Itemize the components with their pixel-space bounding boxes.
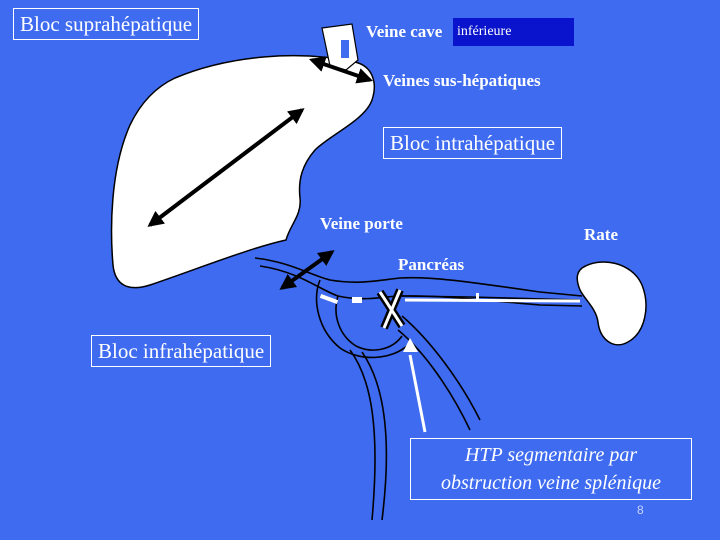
- arrow-intrahepatique: [147, 108, 305, 227]
- veine-porte-label: Veine porte: [320, 214, 403, 233]
- arrow-htp: [408, 354, 427, 433]
- veines-sus-hepatiques-label: Veines sus-hépatiques: [383, 71, 541, 90]
- vessel-mark-3: [476, 293, 479, 301]
- htp-caption-line-2: obstruction veine splénique: [441, 472, 661, 494]
- vena-cava-lumen: [341, 40, 349, 58]
- rate-label: Rate: [584, 225, 618, 244]
- veine-cave-label: Veine cave: [366, 22, 443, 41]
- splenic-vein: [404, 298, 581, 303]
- htp-caption-line-1: HTP segmentaire par: [464, 444, 638, 466]
- bloc-intrahepatique-label: Bloc intrahépatique: [383, 127, 563, 159]
- liver-shape: [110, 54, 376, 289]
- pancreas-label: Pancréas: [398, 255, 465, 274]
- vessel-mark-1: [319, 294, 339, 304]
- arrow-suprahepatique: [308, 56, 374, 84]
- vessel-mark-2: [352, 297, 362, 303]
- htp-caption-box: HTP segmentaire par obstruction veine sp…: [410, 438, 692, 500]
- page-number: 8: [637, 503, 644, 517]
- spleen-shape: [576, 261, 647, 346]
- obstruction-mark: [376, 288, 406, 330]
- arrow-infrahepatique: [279, 250, 335, 290]
- inferieure-badge: inférieure: [453, 18, 574, 46]
- bloc-suprahepatique-label: Bloc suprahépatique: [13, 8, 200, 40]
- arrow-htp-head: [403, 338, 418, 352]
- bloc-infrahepatique-label: Bloc infrahépatique: [91, 335, 272, 367]
